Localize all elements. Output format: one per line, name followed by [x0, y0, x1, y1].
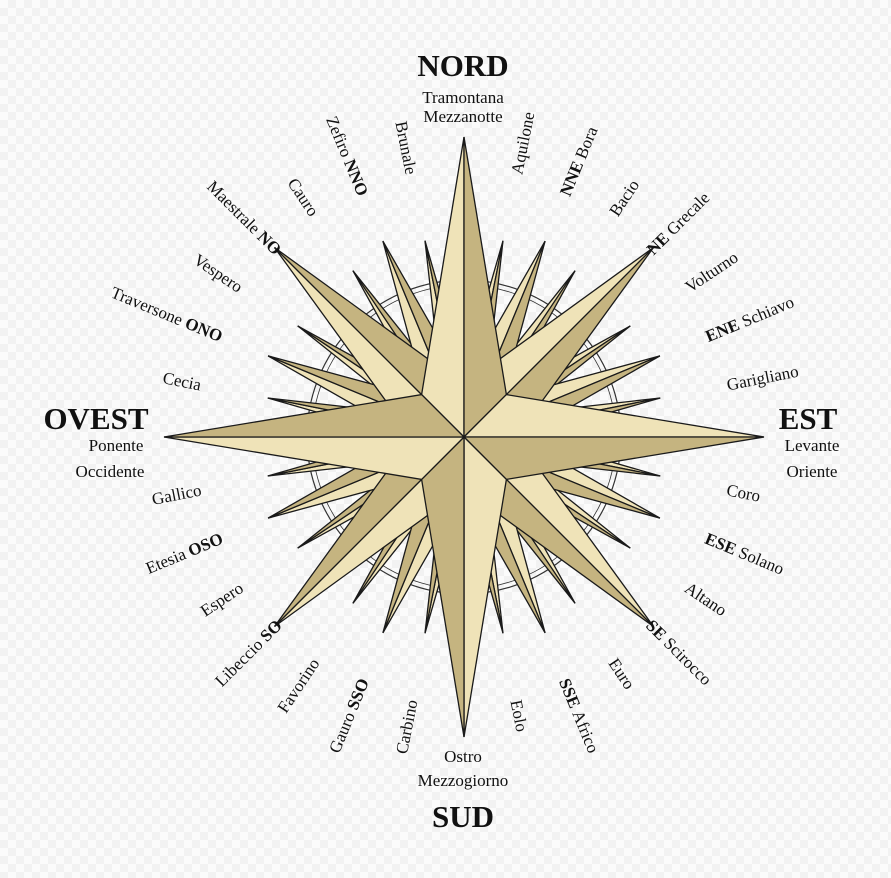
- west-label: OVEST: [43, 401, 148, 436]
- wind-label: Carbino: [392, 698, 421, 755]
- wind-label: NE Grecale: [643, 188, 714, 259]
- wind-label: Libeccio SO: [211, 616, 286, 691]
- wind-label: Aquilone: [507, 110, 538, 176]
- direction-abbr: ONO: [182, 313, 225, 345]
- west-wind-name: Ponente: [89, 436, 144, 455]
- east-label: EST: [779, 401, 838, 436]
- wind-name: Grecale: [659, 188, 713, 242]
- wind-label: Coro: [725, 480, 762, 505]
- wind-name: Euro: [605, 655, 639, 693]
- wind-label: Volturno: [682, 247, 742, 296]
- wind-name: Etesia: [143, 542, 193, 577]
- wind-name: Brunale: [392, 119, 421, 176]
- wind-name: Libeccio: [211, 632, 269, 690]
- wind-name: Carbino: [392, 698, 421, 755]
- wind-label: Euro: [605, 655, 639, 693]
- wind-label: Gauro SSO: [325, 675, 373, 755]
- wind-label: Eolo: [507, 698, 532, 733]
- wind-name: Cecia: [161, 368, 203, 394]
- wind-name: Traversone: [108, 282, 189, 330]
- north-alt-name: Mezzanotte: [423, 107, 502, 126]
- south-label-group: Ostro Mezzogiorno SUD: [418, 747, 509, 834]
- north-label: NORD: [417, 48, 508, 83]
- wind-label: Zefiro NNO: [323, 113, 373, 198]
- west-alt-name: Occidente: [76, 462, 145, 481]
- wind-label: Altano: [682, 578, 731, 620]
- wind-name: Altano: [682, 578, 731, 620]
- east-alt-name: Oriente: [787, 462, 838, 481]
- wind-label: Gallico: [150, 480, 203, 508]
- north-wind-name: Tramontana: [422, 88, 504, 107]
- south-label: SUD: [432, 799, 494, 834]
- wind-label: Etesia OSO: [143, 529, 226, 578]
- south-alt-name: Mezzogiorno: [418, 771, 509, 790]
- west-label-group: OVEST Ponente Occidente: [43, 401, 148, 481]
- wind-name: Gauro: [325, 705, 360, 755]
- wind-label: ESE Solano: [702, 529, 787, 579]
- wind-label: SE Scirocco: [643, 616, 716, 689]
- wind-name: Gallico: [150, 480, 203, 508]
- wind-label: ENE Schiavo: [702, 292, 796, 346]
- wind-label: SSE Africo: [556, 675, 604, 755]
- direction-abbr: SSO: [343, 675, 373, 712]
- wind-name: Africo: [567, 703, 603, 755]
- direction-abbr: NNO: [340, 156, 372, 198]
- wind-label: Cecia: [161, 368, 203, 394]
- east-label-group: EST Levante Oriente: [779, 401, 840, 481]
- direction-abbr: OSO: [185, 529, 225, 560]
- wind-name: Favorino: [273, 655, 323, 717]
- wind-label: Bacio: [605, 176, 643, 220]
- wind-name: Bacio: [605, 176, 643, 220]
- wind-name: Eolo: [507, 698, 532, 733]
- wind-name: Vespero: [190, 250, 246, 296]
- wind-name: Schiavo: [735, 292, 797, 332]
- wind-name: Espero: [197, 578, 247, 620]
- wind-name: Maestrale: [204, 177, 268, 241]
- east-wind-name: Levante: [785, 436, 840, 455]
- wind-name: Scirocco: [657, 630, 716, 689]
- wind-label: Brunale: [392, 119, 421, 176]
- wind-name: Garigliano: [725, 361, 800, 394]
- wind-name: Coro: [725, 480, 762, 505]
- wind-label: Vespero: [190, 250, 246, 296]
- wind-label: Traversone ONO: [108, 282, 225, 345]
- wind-label: Maestrale NO: [204, 177, 286, 259]
- wind-label: Favorino: [273, 655, 323, 717]
- wind-label: Cauro: [284, 174, 323, 219]
- wind-name: Aquilone: [507, 110, 538, 176]
- wind-name: Volturno: [682, 247, 742, 296]
- wind-label: Espero: [197, 578, 247, 620]
- wind-name: Bora: [569, 123, 601, 165]
- wind-label: NNE Bora: [556, 123, 602, 198]
- south-wind-name: Ostro: [444, 747, 482, 766]
- wind-name: Zefiro: [323, 113, 358, 163]
- wind-name: Cauro: [284, 174, 323, 219]
- wind-name: Solano: [732, 541, 787, 578]
- wind-label: Garigliano: [725, 361, 800, 394]
- north-label-group: NORD Tramontana Mezzanotte: [417, 48, 508, 126]
